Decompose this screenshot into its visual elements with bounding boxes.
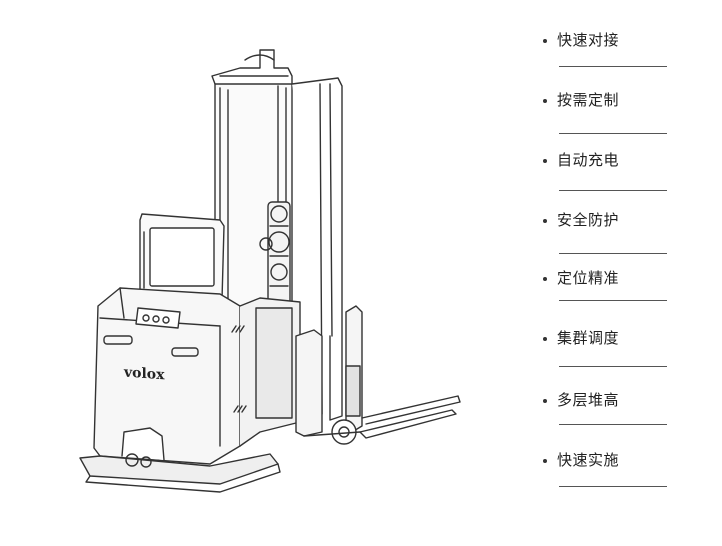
divider (559, 300, 667, 301)
divider (559, 190, 667, 191)
bullet-icon (543, 159, 547, 163)
robot-body: volox (79, 287, 301, 493)
divider (559, 424, 667, 425)
bullet-icon (543, 277, 547, 281)
divider (559, 66, 667, 67)
brand-logo: volox (123, 364, 165, 383)
forks (295, 305, 461, 445)
display-panel (139, 213, 225, 301)
bullet-icon (543, 99, 547, 103)
divider (559, 486, 667, 487)
feature-label: 快速对接 (557, 31, 620, 49)
feature-label: 定位精准 (557, 269, 620, 287)
divider (559, 253, 667, 254)
bullet-icon (543, 39, 547, 43)
feature-label: 集群调度 (557, 329, 620, 347)
bullet-icon (543, 219, 547, 223)
bullet-icon (543, 337, 547, 341)
bullet-icon (543, 459, 547, 463)
feature-label: 快速实施 (557, 451, 620, 469)
feature-label: 按需定制 (557, 91, 620, 109)
divider (559, 133, 667, 134)
feature-label: 自动充电 (557, 151, 620, 169)
feature-label: 安全防护 (557, 211, 620, 229)
forklift-robot-illustration: volox (79, 49, 461, 493)
bullet-icon (543, 399, 547, 403)
feature-label: 多层堆高 (557, 391, 620, 409)
divider (559, 366, 667, 367)
